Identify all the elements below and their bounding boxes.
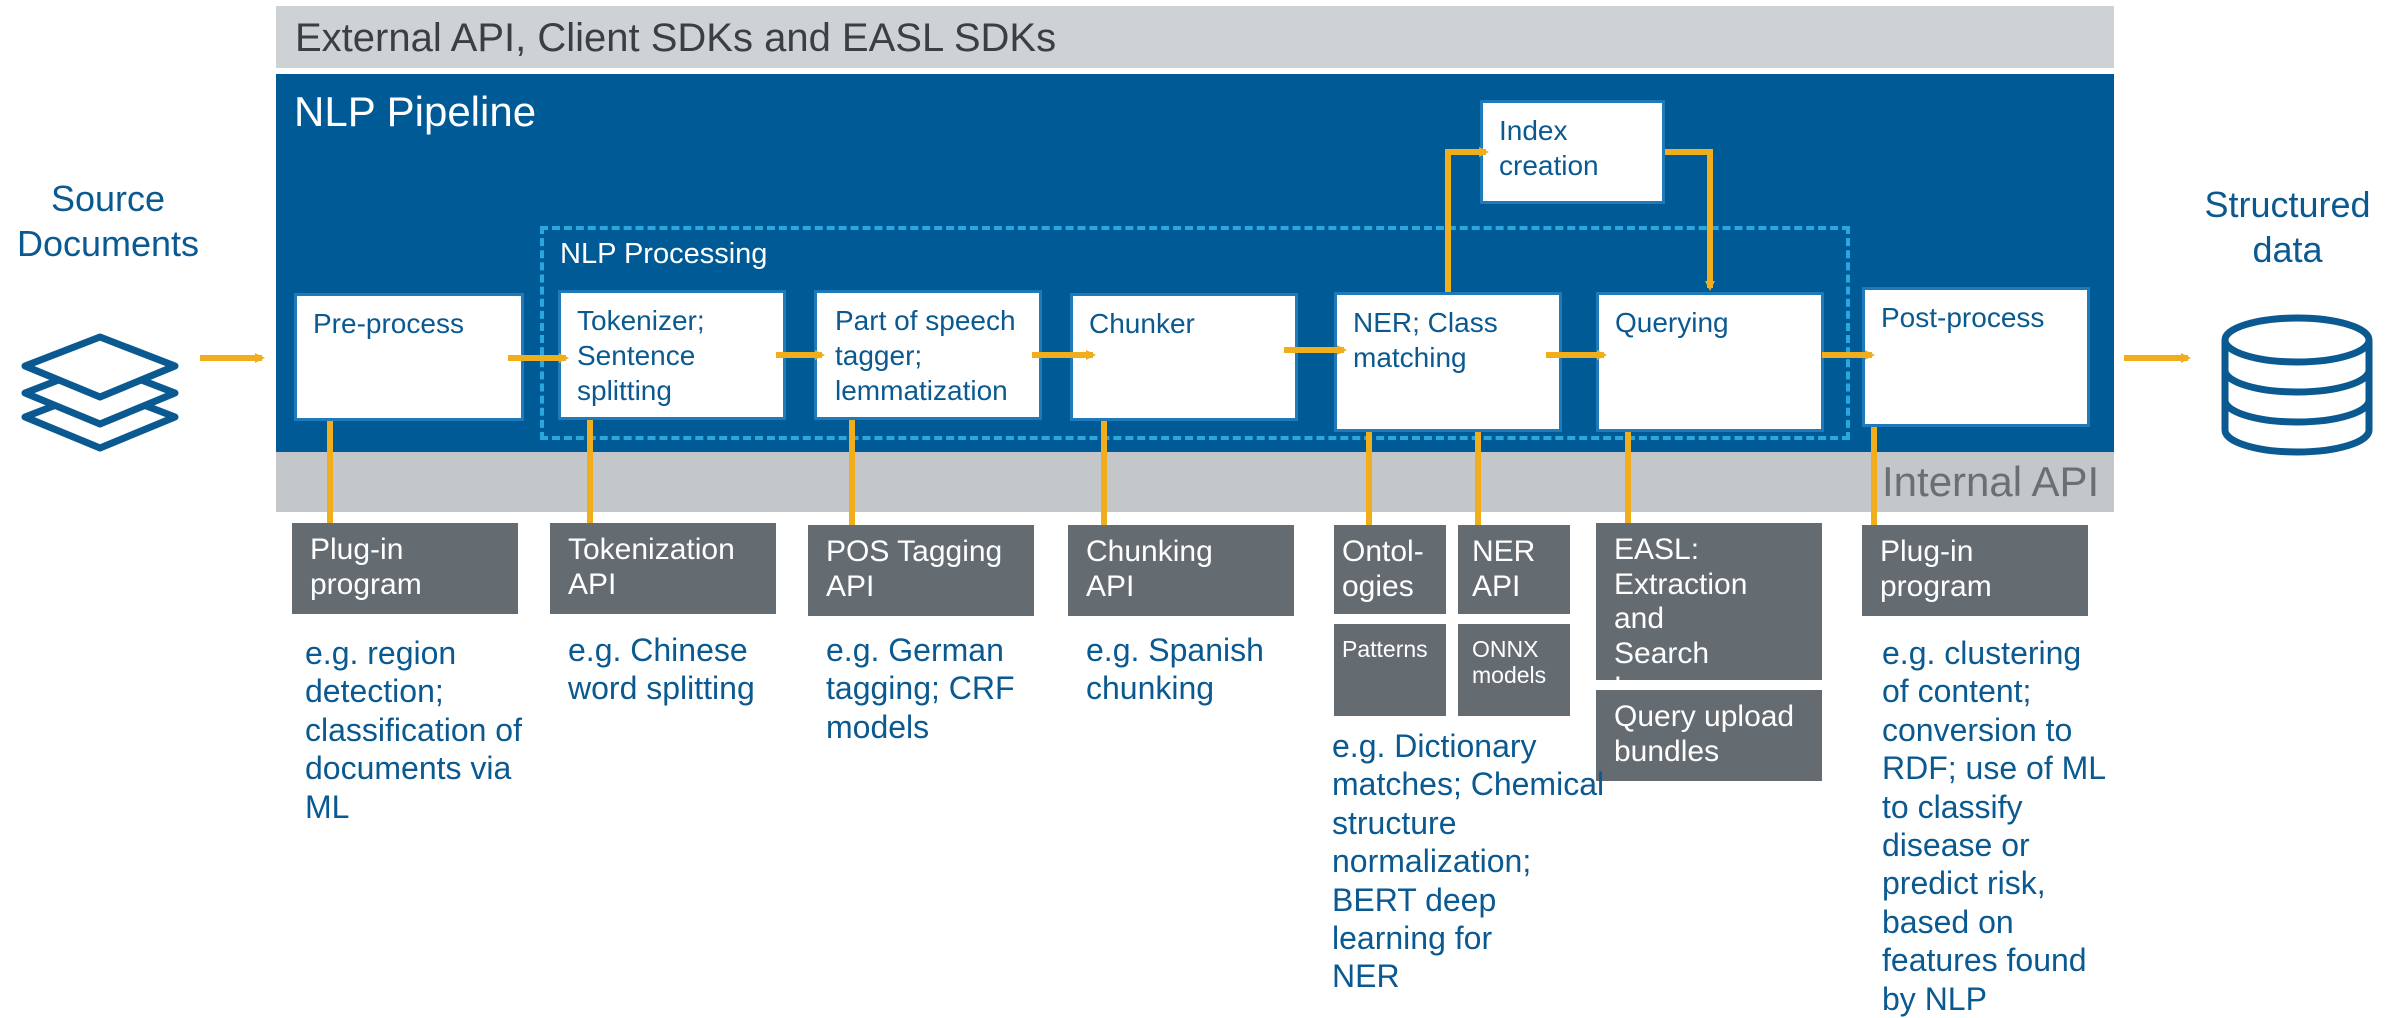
ext-ner-api-label: NER API <box>1472 535 1536 603</box>
ext-query-upload-label: Query upload bundles <box>1614 700 1795 768</box>
note-tokenizer: e.g. Chinese word splitting <box>568 632 755 707</box>
stage-chunker-label: Chunker <box>1089 308 1195 339</box>
ext-plugin-2-label: Plug-in program <box>1880 535 1992 603</box>
stage-index-label: Index creation <box>1499 115 1599 181</box>
ext-plugin-program-1: Plug-in program <box>292 523 518 614</box>
stage-tokenizer: Tokenizer; Sentence splitting <box>558 290 786 420</box>
ext-chunking-label: Chunking API <box>1086 535 1213 603</box>
structured-data-label: Structured data <box>2204 184 2371 270</box>
external-api-bar <box>276 6 2114 68</box>
stage-preprocess: Pre-process <box>294 293 524 421</box>
layers-icon <box>21 333 179 452</box>
ext-ontologies: Ontol- ogies <box>1334 525 1446 614</box>
internal-api-bar <box>276 452 2114 512</box>
stage-pos-tagger: Part of speech tagger; lemmatization <box>814 290 1042 420</box>
note-chunker: e.g. Spanish chunking <box>1086 632 1264 707</box>
ext-patterns: Patterns <box>1334 624 1446 716</box>
ext-onnx-label: ONNX models <box>1472 636 1547 689</box>
source-documents-label: Source Documents <box>16 178 200 264</box>
note-pos: e.g. German tagging; CRF models <box>826 632 1015 745</box>
ext-query-upload-bundles: Query upload bundles <box>1596 690 1822 781</box>
ext-pos-label: POS Tagging API <box>826 535 1003 603</box>
ext-onnx-models: ONNX models <box>1458 624 1570 716</box>
stage-preprocess-label: Pre-process <box>313 308 464 339</box>
stage-tokenizer-label: Tokenizer; Sentence splitting <box>577 305 705 406</box>
ext-tokenization-api: Tokenization API <box>550 523 776 614</box>
nlp-processing-title: NLP Processing <box>560 238 768 270</box>
external-api-title: External API, Client SDKs and EASL SDKs <box>295 16 1057 60</box>
arrow-ner-to-index <box>1445 147 1489 292</box>
note-preprocess: e.g. region detection; classification of… <box>305 635 522 825</box>
stage-index-creation: Index creation <box>1480 100 1665 204</box>
ext-tokenization-label: Tokenization API <box>568 533 735 601</box>
stage-querying: Querying <box>1596 292 1824 432</box>
ext-ontologies-label: Ontol- ogies <box>1342 535 1424 603</box>
stage-postprocess-label: Post-process <box>1881 302 2045 333</box>
ext-patterns-label: Patterns <box>1342 636 1428 662</box>
stage-ner-label: NER; Class matching <box>1353 307 1498 373</box>
ext-plugin-1-label: Plug-in program <box>310 533 422 601</box>
internal-api-label: Internal API <box>1882 458 2100 505</box>
ext-easl: EASL: Extraction and Search Language <box>1596 523 1822 704</box>
stage-ner: NER; Class matching <box>1334 292 1562 432</box>
ext-easl-label: EASL: Extraction and Search Language <box>1614 533 1748 704</box>
note-postprocess: e.g. clustering of content; conversion t… <box>1882 635 2107 1017</box>
stage-postprocess: Post-process <box>1862 287 2090 427</box>
nlp-pipeline-title: NLP Pipeline <box>294 88 537 135</box>
stage-chunker: Chunker <box>1070 293 1298 421</box>
database-icon <box>2221 314 2373 456</box>
ext-chunking-api: Chunking API <box>1068 525 1294 616</box>
ext-plugin-program-2: Plug-in program <box>1862 525 2088 616</box>
stage-pos-label: Part of speech tagger; lemmatization <box>835 305 1016 406</box>
arrow-index-to-query <box>1665 149 1715 291</box>
ext-pos-tagging-api: POS Tagging API <box>808 525 1034 616</box>
stage-querying-label: Querying <box>1615 307 1729 338</box>
nlp-processing-group <box>540 226 1850 440</box>
ext-ner-api: NER API <box>1458 525 1570 614</box>
note-ner: e.g. Dictionary matches; Chemical struct… <box>1332 728 1605 995</box>
